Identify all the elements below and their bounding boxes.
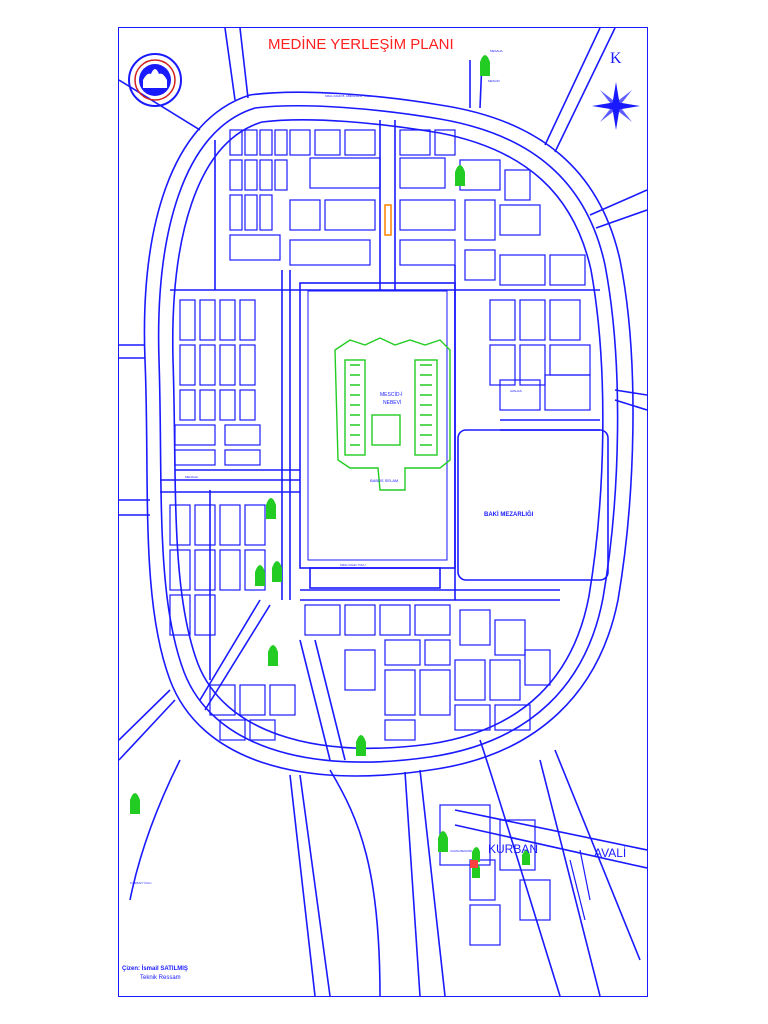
north-indicator: K: [610, 50, 622, 67]
street-label: KURBAN YOLU: [130, 881, 151, 885]
inner-roads: [160, 120, 600, 761]
mosque-icon: [272, 561, 282, 582]
mosque-icon: [266, 498, 276, 519]
street-label: AVAHAS: [510, 389, 522, 393]
street-label: KRAL FAHD YOLU: [340, 563, 366, 567]
mosque-icon: [522, 850, 530, 865]
mosque-icon: [480, 55, 490, 76]
mosque-icon: [472, 847, 480, 862]
street-label: MESAHA: [490, 49, 503, 53]
street-label: KRAL FAHD B. ABDULAZİZ YOLU: [325, 93, 371, 98]
street-label: MESCİD: [488, 78, 501, 83]
emblem-logo: [128, 53, 182, 107]
marker-orange: [384, 204, 392, 236]
street-label: CUMA MESCİDİ: [450, 848, 472, 853]
city-blocks: [169, 129, 591, 741]
mosque-icon: [255, 565, 265, 586]
mosque-label-line2: NEBEVİ: [383, 400, 402, 406]
author-role: Teknik Ressam: [140, 975, 181, 981]
kurban-district-label: KURBAN: [488, 842, 539, 856]
radial-roads: [119, 28, 647, 996]
map-frame: [118, 27, 648, 997]
baki-cemetery-label: BAKİ MEZARLIĞI: [484, 512, 534, 518]
ring-road: [143, 91, 634, 777]
avali-district-label: AVALİ: [594, 846, 627, 860]
prophets-mosque: [334, 337, 451, 491]
mosque-icon: [455, 165, 465, 186]
haram-precinct: [299, 282, 609, 589]
mosque-icon: [268, 645, 278, 666]
mosque-icon: [130, 793, 140, 814]
mosque-gate-label: BABÜS SELAM: [370, 478, 399, 483]
mosque-icon: [356, 735, 366, 756]
map-title: MEDİNE YERLEŞİM PLANI: [268, 36, 454, 53]
marker-red: [470, 860, 478, 868]
author-credit: Çizen: İsmail SATILMIŞ: [122, 966, 188, 972]
mosque-icon: [438, 831, 448, 852]
mosque-label-line1: MESCİD-İ: [380, 392, 403, 398]
street-label: MENAHA: [185, 475, 198, 479]
compass-rose-icon: [592, 82, 640, 130]
